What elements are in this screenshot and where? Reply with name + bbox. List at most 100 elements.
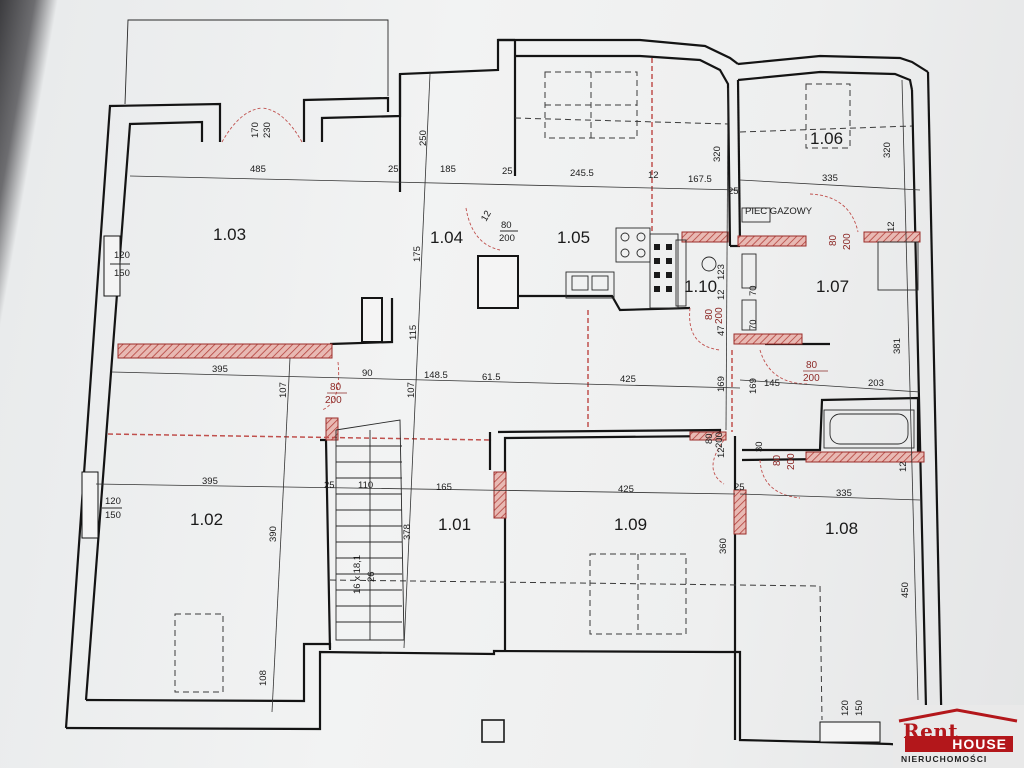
overhead-outlines [174, 71, 913, 721]
room-label-1-01: 1.01 [438, 515, 471, 534]
door-label-d: 80 200 [828, 233, 853, 250]
room-label-1-07: 1.07 [816, 277, 849, 296]
dim-150-c: 150 [854, 700, 865, 716]
svg-text:200: 200 [714, 432, 725, 448]
dim-169-b: 169 [748, 378, 759, 394]
dim-245-5: 245.5 [570, 168, 594, 179]
room-label-1-10: 1.10 [684, 277, 717, 296]
new-walls [117, 231, 925, 535]
kitchen-fixtures [565, 227, 687, 309]
window-bottom-right [819, 721, 881, 743]
demolition-lines [107, 58, 733, 441]
svg-text:200: 200 [325, 395, 342, 406]
dim-378: 378 [402, 524, 413, 540]
room-label-1-08: 1.08 [825, 519, 858, 538]
dim-485: 485 [250, 164, 266, 175]
logo-text-house: HOUSE [905, 736, 1013, 752]
dim-90: 90 [362, 368, 373, 379]
stairs-dimension: 16 x 18,1 [352, 555, 363, 594]
door-label-f: 80 200 [704, 432, 725, 448]
dim-61-5: 61.5 [482, 372, 501, 383]
marker-square [481, 719, 505, 743]
dim-395-a: 395 [212, 364, 228, 375]
door-label-e: 80 200 [803, 360, 828, 384]
dim-12-f: 12 [716, 447, 727, 458]
dim-320-b: 320 [882, 142, 893, 158]
dim-12-b: 12 [479, 209, 494, 224]
dim-70-a: 70 [748, 285, 759, 296]
gas-boiler-label: PIEC GAZOWY [745, 206, 813, 217]
dim-115: 115 [408, 325, 419, 340]
staircase [335, 419, 405, 641]
dim-381: 381 [892, 338, 903, 354]
room-label-1-04: 1.04 [430, 228, 463, 247]
dim-25-e: 25 [734, 482, 745, 493]
dim-250: 250 [418, 130, 429, 146]
dim-165: 165 [436, 482, 452, 493]
room-label-1-05: 1.05 [557, 228, 590, 247]
dim-175: 175 [412, 246, 423, 262]
svg-text:200: 200 [842, 233, 853, 250]
dim-25-c: 25 [728, 186, 739, 197]
dim-120-b: 120 [105, 496, 121, 507]
svg-text:80: 80 [704, 308, 715, 320]
dimension-lines [95, 73, 921, 713]
dim-120-c: 120 [840, 700, 851, 716]
dim-12-e: 12 [716, 289, 727, 300]
dim-107-b: 107 [406, 382, 417, 398]
svg-text:80: 80 [704, 433, 715, 444]
dim-123: 123 [716, 264, 727, 280]
window-left-lower [81, 471, 99, 539]
dim-203: 203 [868, 378, 884, 389]
dim-30: 30 [754, 441, 765, 452]
dim-120-a: 120 [114, 250, 130, 261]
door-label-a: 80 200 [499, 220, 518, 244]
dim-230: 230 [262, 122, 273, 138]
svg-text:200: 200 [499, 233, 515, 244]
roof-icon [898, 708, 1018, 723]
dim-25-d: 25 [324, 480, 335, 491]
door-swings [221, 107, 859, 499]
svg-text:200: 200 [803, 373, 820, 384]
bathroom-fixtures [701, 207, 919, 449]
dim-25-b: 25 [502, 166, 513, 177]
dim-145: 145 [764, 378, 780, 389]
door-label-g: 80 200 [772, 453, 797, 470]
terrace-outline [124, 19, 389, 105]
dim-390: 390 [268, 526, 279, 542]
dim-450: 450 [900, 582, 911, 598]
svg-text:80: 80 [772, 454, 783, 466]
dim-47: 47 [716, 325, 727, 336]
dim-12-d: 12 [898, 461, 909, 472]
dim-12-a: 12 [648, 170, 659, 181]
dim-360: 360 [718, 538, 729, 554]
interior-walls [320, 244, 920, 740]
dim-107-a: 107 [278, 382, 289, 398]
svg-text:200: 200 [714, 307, 725, 324]
svg-text:80: 80 [828, 234, 839, 246]
window-left-upper [103, 235, 121, 297]
room-label-1-02: 1.02 [190, 510, 223, 529]
dim-335-b: 335 [836, 488, 852, 499]
dim-425-a: 425 [620, 374, 636, 385]
dim-108: 108 [258, 670, 269, 686]
room-label-1-09: 1.09 [614, 515, 647, 534]
dim-26: 26 [366, 571, 377, 582]
dim-170: 170 [250, 122, 261, 138]
dim-167-5: 167.5 [688, 174, 712, 185]
dim-148-5: 148.5 [424, 370, 448, 381]
dim-335-a: 335 [822, 173, 838, 184]
dim-169-a: 169 [716, 376, 727, 392]
dim-395-b: 395 [202, 476, 218, 487]
dim-25-a: 25 [388, 164, 399, 175]
logo-tagline: NIERUCHOMOŚCI [901, 754, 988, 764]
svg-text:80: 80 [806, 360, 818, 371]
svg-text:80: 80 [501, 220, 512, 231]
dim-320-a: 320 [712, 146, 723, 162]
svg-text:200: 200 [786, 453, 797, 470]
door-label-c: 80 200 [704, 307, 725, 324]
dim-150-b: 150 [105, 510, 121, 521]
rent-house-logo: Rent HOUSE NIERUCHOMOŚCI [893, 705, 1024, 768]
